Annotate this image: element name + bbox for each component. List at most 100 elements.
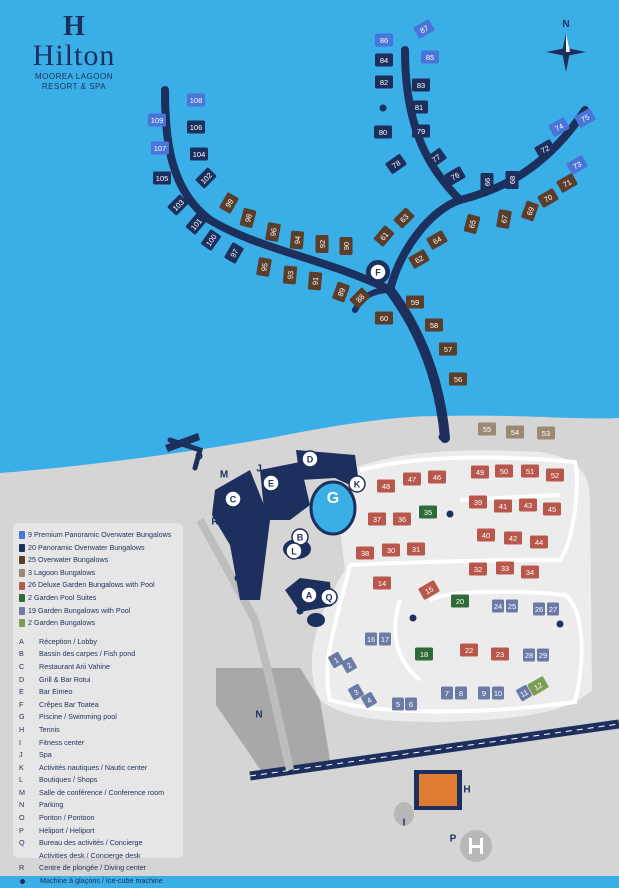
facility-badge-Q: [320, 588, 338, 606]
facility-marker-O: O: [195, 452, 203, 463]
bungalow-95: 95: [256, 257, 272, 277]
bungalow-102: 102: [195, 167, 217, 189]
legend-swatch: [19, 556, 25, 565]
bungalow-48-number: 48: [382, 482, 390, 491]
bungalow-83: 83: [412, 78, 430, 92]
bungalow-90-roof: [339, 237, 353, 255]
bungalow-9: 9: [478, 686, 490, 700]
legend-facility-key: E: [19, 687, 24, 697]
bungalow-66: 66: [480, 173, 494, 191]
legend-facility-label: Restaurant Arii Vahine: [39, 661, 110, 671]
bungalow-94-roof: [289, 230, 305, 250]
bungalow-1-number: 1: [332, 655, 340, 665]
bungalow-46-number: 46: [433, 473, 441, 482]
hilton-logo-mark: H: [63, 11, 85, 42]
legend-type-row: 9 Premium Panoramic Overwater Bungalows: [19, 529, 177, 542]
bungalow-57-roof: [439, 342, 457, 356]
bungalow-26: 26: [533, 602, 545, 616]
bungalow-92: 92: [315, 235, 329, 253]
legend-facility-label: Boutiques / Shops: [39, 775, 98, 785]
bungalow-91: 91: [307, 271, 323, 291]
bungalow-70-number: 70: [542, 192, 554, 204]
bungalow-15: 15: [418, 580, 440, 600]
facility-letter-M: M: [220, 470, 228, 481]
bungalow-48-roof: [377, 479, 395, 493]
bungalow-76-roof: [444, 166, 466, 186]
bungalow-11-roof: [516, 684, 532, 702]
bungalow-24: 24: [492, 599, 504, 613]
bungalow-29-number: 29: [539, 651, 547, 660]
bungalow-77: 77: [425, 148, 447, 168]
bungalow-60-roof: [375, 311, 393, 325]
bungalow-33-number: 33: [501, 564, 509, 573]
facility-marker-G: G: [327, 490, 339, 507]
bungalow-45: 45: [543, 502, 561, 516]
bungalow-44-number: 44: [535, 538, 543, 547]
bungalow-1: 1: [328, 651, 344, 669]
bungalow-67-number: 67: [499, 214, 509, 224]
bungalow-16-number: 16: [367, 635, 375, 644]
bungalow-75: 75: [574, 108, 596, 128]
bungalow-63: 63: [393, 207, 415, 229]
facility-marker-F: F: [369, 263, 387, 281]
facility-letter-R: R: [211, 517, 219, 528]
bungalow-28-number: 28: [525, 651, 533, 660]
legend-type-row: 19 Garden Bungalows with Pool: [19, 605, 177, 618]
bungalow-49-number: 49: [476, 468, 484, 477]
access-road: [196, 518, 294, 771]
bungalow-47: 47: [403, 472, 421, 486]
legend-facility-label: Tennis: [39, 724, 60, 734]
bungalow-58-roof: [425, 318, 443, 332]
bungalow-106-number: 106: [190, 123, 203, 132]
bungalow-97-number: 97: [228, 247, 240, 259]
bungalow-22-roof: [460, 643, 478, 657]
bungalow-30: 30: [382, 543, 400, 557]
bungalow-90-number: 90: [342, 242, 351, 250]
legend-facility-key: B: [19, 649, 24, 659]
bungalow-64-roof: [426, 230, 448, 250]
bungalow-61-roof: [373, 225, 395, 247]
legend-facility-key: N: [19, 800, 25, 810]
bungalow-96-number: 96: [268, 227, 278, 237]
bungalow-33: 33: [496, 561, 514, 575]
legend-type-label: 2 Garden Pool Suites: [28, 592, 97, 602]
bungalow-25-number: 25: [508, 602, 516, 611]
bungalow-28: 28: [523, 648, 535, 662]
facility-marker-J: J: [256, 464, 262, 475]
legend-facility-key: O: [19, 813, 25, 823]
bungalow-105: 105: [153, 171, 171, 185]
legend-facility-key: D: [19, 674, 25, 684]
overwater-jetties: [161, 46, 589, 471]
bungalow-87-roof: [413, 19, 435, 39]
bungalow-22-number: 22: [465, 646, 473, 655]
bungalow-84-roof: [375, 53, 393, 67]
bungalow-106-roof: [187, 120, 205, 134]
compass-north-label: N: [562, 19, 569, 30]
bungalow-67-roof: [496, 209, 512, 229]
facility-letter-K: K: [354, 480, 361, 490]
bungalow-30-number: 30: [387, 546, 395, 555]
bungalow-52: 52: [546, 468, 564, 482]
bungalow-59-roof: [406, 295, 424, 309]
bungalow-65-roof: [463, 213, 481, 235]
bungalow-77-roof: [425, 148, 447, 168]
bungalow-80: 80: [374, 125, 392, 139]
bungalow-76-number: 76: [449, 170, 461, 182]
bungalow-47-number: 47: [408, 475, 416, 484]
facility-marker-A: A: [300, 586, 318, 604]
bungalow-40: 40: [477, 528, 495, 542]
legend-type-label: 19 Garden Bungalows with Pool: [28, 605, 131, 615]
bungalow-71-roof: [556, 173, 578, 193]
bungalow-97: 97: [224, 242, 244, 264]
bungalow-72-number: 72: [539, 143, 551, 155]
bungalow-77-number: 77: [430, 152, 442, 164]
legend-type-row: 3 Lagoon Bungalows: [19, 567, 177, 580]
bungalow-79-number: 79: [417, 127, 425, 136]
bungalow-90: 90: [339, 237, 353, 255]
bungalow-74-roof: [548, 117, 570, 137]
compass-rose: [546, 33, 586, 72]
bungalow-40-number: 40: [482, 531, 490, 540]
bungalow-31-number: 31: [412, 545, 420, 554]
legend-type-label: 20 Panoramic Overwater Bungalows: [28, 542, 145, 552]
